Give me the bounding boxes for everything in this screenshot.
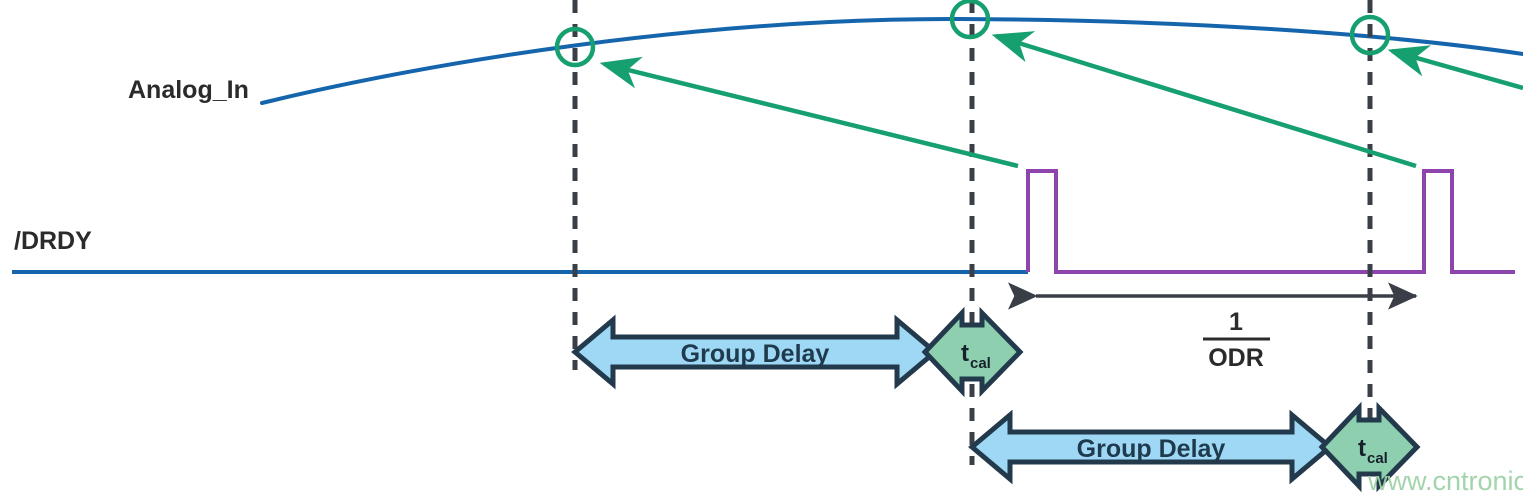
t-cal-main-1: t — [961, 340, 969, 367]
odr-numerator: 1 — [1229, 308, 1243, 336]
t-cal-marker-1 — [921, 306, 1024, 398]
sample-annotation-arrow-3 — [1387, 45, 1523, 91]
drdy-pulse-waveform — [1026, 169, 1515, 274]
t-cal-main-2: t — [1358, 435, 1366, 462]
drdy-label: /DRDY — [14, 227, 92, 255]
sample-point-3-icon — [1349, 14, 1391, 56]
watermark-text: www.cntronics.com — [1367, 466, 1523, 496]
t-cal-label-2: tcal — [1358, 435, 1388, 467]
odr-denominator: ODR — [1208, 344, 1264, 372]
group-delay-label-2: Group Delay — [1077, 435, 1226, 463]
analog-in-label: Analog_In — [128, 76, 249, 104]
t-cal-sub-2: cal — [1367, 450, 1388, 467]
group-delay-label-1: Group Delay — [681, 340, 830, 368]
sample-annotation-arrow-2 — [991, 31, 1417, 169]
t-cal-sub-1: cal — [970, 355, 991, 372]
t-cal-label-1: tcal — [961, 340, 991, 372]
analog-in-curve — [260, 16, 1523, 105]
sample-annotation-arrow-1 — [599, 56, 1019, 169]
t-cal-marker-2 — [1318, 401, 1421, 493]
sample-point-1-icon — [554, 26, 596, 68]
sample-point-2-icon — [949, 0, 991, 40]
